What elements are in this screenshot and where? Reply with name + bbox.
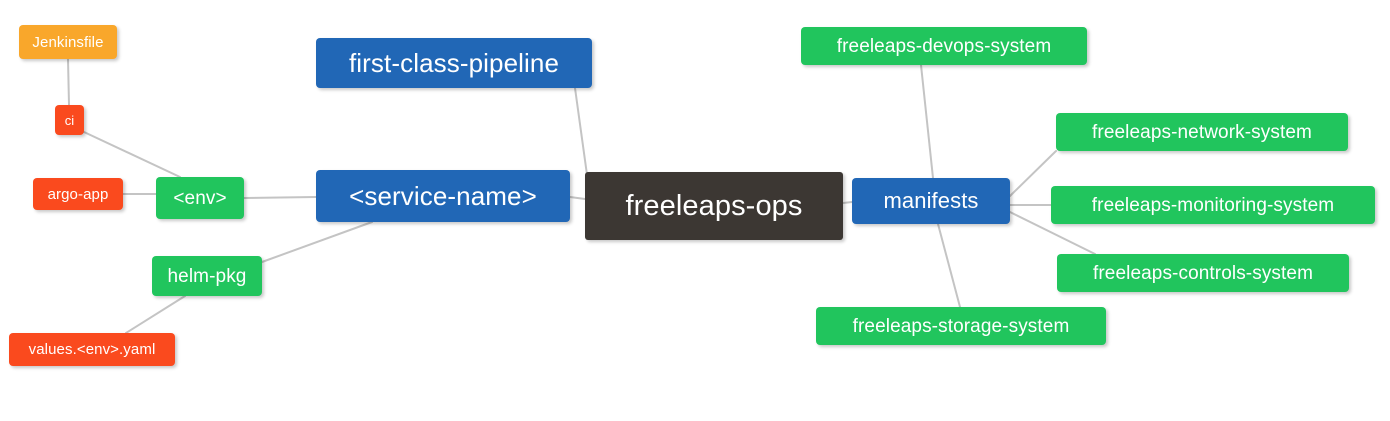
node-label: helm-pkg (167, 265, 247, 287)
edge-ci-to-jenkinsfile (67, 58, 70, 106)
node-label: argo-app (47, 185, 109, 203)
node-label: manifests (883, 188, 979, 213)
node-freeleaps-storage-system[interactable]: freeleaps-storage-system (816, 307, 1106, 345)
edge-service-name-to-helm-pkg (261, 221, 373, 263)
edge-freeleaps-ops-to-service-name (569, 196, 586, 200)
node-service-name[interactable]: <service-name> (316, 170, 570, 222)
node-env[interactable]: <env> (156, 177, 244, 219)
node-freeleaps-controls-system[interactable]: freeleaps-controls-system (1057, 254, 1349, 292)
edge-env-to-ci (83, 131, 181, 178)
node-manifests[interactable]: manifests (852, 178, 1010, 224)
node-ci[interactable]: ci (55, 105, 84, 135)
edge-manifests-to-freeleaps-devops-system (920, 64, 934, 179)
edge-freeleaps-ops-to-first-class-pipeline (574, 87, 589, 183)
node-freeleaps-devops-system[interactable]: freeleaps-devops-system (801, 27, 1087, 65)
node-label: first-class-pipeline (348, 48, 560, 78)
edge-service-name-to-env (243, 196, 317, 199)
node-label: ci (64, 112, 75, 128)
node-label: values.<env>.yaml (28, 341, 156, 358)
node-label: freeleaps-ops (625, 189, 803, 222)
node-label: freeleaps-devops-system (836, 35, 1052, 57)
node-label: freeleaps-controls-system (1092, 262, 1314, 284)
edge-manifests-to-freeleaps-storage-system (937, 223, 961, 308)
node-first-class-pipeline[interactable]: first-class-pipeline (316, 38, 592, 88)
node-freeleaps-monitoring-system[interactable]: freeleaps-monitoring-system (1051, 186, 1375, 224)
node-jenkinsfile[interactable]: Jenkinsfile (19, 25, 117, 59)
node-freeleaps-ops[interactable]: freeleaps-ops (585, 172, 843, 240)
node-label: <env> (173, 187, 227, 209)
node-label: freeleaps-monitoring-system (1091, 194, 1335, 216)
node-label: <service-name> (349, 181, 537, 211)
node-label: freeleaps-storage-system (852, 315, 1070, 337)
node-values-env-yaml[interactable]: values.<env>.yaml (9, 333, 175, 366)
node-freeleaps-network-system[interactable]: freeleaps-network-system (1056, 113, 1348, 151)
node-helm-pkg[interactable]: helm-pkg (152, 256, 262, 296)
edge-freeleaps-ops-to-manifests (842, 201, 853, 204)
node-label: Jenkinsfile (32, 33, 104, 51)
edge-helm-pkg-to-values-env-yaml (125, 295, 186, 334)
edge-manifests-to-freeleaps-network-system (1009, 150, 1057, 197)
node-argo-app[interactable]: argo-app (33, 178, 123, 210)
node-label: freeleaps-network-system (1092, 121, 1312, 143)
